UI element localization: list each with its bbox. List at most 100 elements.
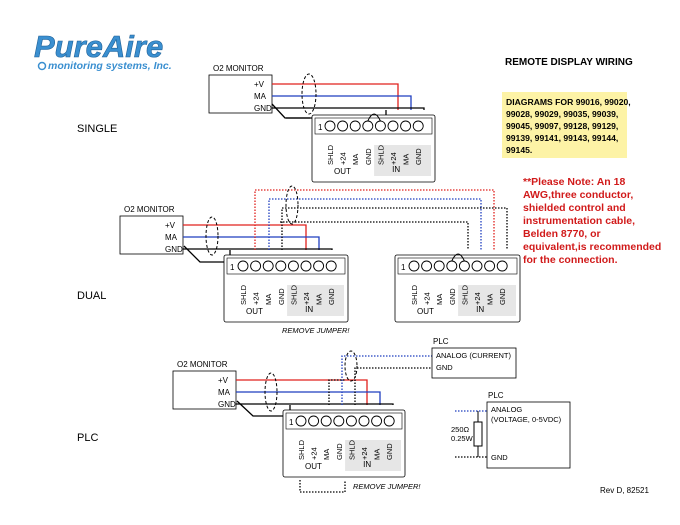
terminal-pin-label: GND [448,288,457,305]
o2-monitor-pin-label: +V [218,376,229,385]
terminal-pin-label: SHLD [460,284,469,305]
terminal-pin-label: +24 [339,152,348,165]
plc-voltage-analog-range: (VOLTAGE, 0-5VDC) [491,415,562,424]
remove-jumper-label: REMOVE JUMPER! [282,326,350,335]
terminal-out-label: OUT [305,462,322,471]
wire-plusv [272,83,399,110]
note-line: AWG,three conductor, [523,189,633,201]
terminal-screw-icon [349,120,361,132]
terminal-screw-icon [345,415,357,427]
terminal-screw-icon [237,260,249,272]
monitors: O2 MONITOR +V MA GND O2 MONITOR +V MA GND O2 MON… [119,64,273,410]
terminal-pin-label: +24 [473,292,482,305]
diagrams-line: 99139, 99141, 99143, 99144, [506,133,618,143]
note-line: instrumentation cable, [523,215,635,227]
wire-dotted-plusv [254,189,495,250]
terminal-pin-label: MA [402,154,411,165]
terminal-out-label: OUT [246,307,263,316]
terminal-screw-icon [324,120,336,132]
note-line: equivalent,is recommended [523,241,661,253]
o2-monitor-pin-label: +V [165,221,176,230]
o2-monitor-box [172,370,237,410]
terminal-pin-label: MA [486,294,495,305]
terminal-screw-icon [374,120,386,132]
diagrams-line: 99145. [506,145,532,155]
terminal-in-region [345,440,401,471]
terminal-screw-icon [325,260,337,272]
terminal-first-number: 1 [230,263,235,272]
cable-bundle-ellipse [285,185,299,225]
diagrams-line: 99045, 99097, 99128, 99129, [506,121,618,131]
terminal-screw-icon [400,120,412,132]
o2-monitor-title: O2 MONITOR [124,205,175,214]
diagrams-line: 99028, 99029, 99035, 99039, [506,109,618,119]
terminal-pin-label: MA [315,294,324,305]
terminal-screw-icon [333,415,345,427]
terminal-screw-icon [458,260,470,272]
terminal-screw-icon [358,415,370,427]
wire-shield [271,103,310,119]
note-line: Belden 8770, or [523,228,601,240]
logo-subtitle: monitoring systems, Inc. [48,60,172,72]
wire-dotted-shield [280,221,469,250]
wire-plc-gnd [354,367,432,405]
wire-plusv [236,379,368,405]
resistor-value: 250Ω [451,425,470,434]
wire-shield [236,400,291,417]
diagrams-line: DIAGRAMS FOR 99016, 99020, [506,97,631,107]
terminal-screw-icon [313,260,325,272]
terminal-in-region [458,285,516,316]
terminal-pin-label: SHLD [326,144,335,165]
terminal-pin-label: SHLD [297,439,306,460]
terminal-pin-label: MA [351,154,360,165]
plc-voltage-analog: ANALOG [491,405,522,414]
terminal-screw-icon [412,120,424,132]
terminal-pin-label: +24 [389,152,398,165]
cable-note: **Please Note: An 18 AWG,three conductor… [523,176,661,266]
terminal-pin-label: SHLD [239,284,248,305]
terminal-screw-icon [262,260,274,272]
terminal-pin-label: MA [435,294,444,305]
terminal-screw-icon [287,260,299,272]
wire-plc-analog-current [341,355,432,405]
plc-voltage-box [486,401,571,469]
terminal-pin-label: GND [385,443,394,460]
o2-monitor-pin-label: MA [218,388,231,397]
terminal-first-number: 1 [401,263,406,272]
o2-monitor-pin-label: MA [165,233,178,242]
wires [183,73,508,493]
diagrams-box [502,92,627,158]
o2-monitor-pin-label: GND [218,400,236,409]
terminal-screw-icon [320,415,332,427]
terminal-in-label: IN [392,165,400,174]
terminal-pin-label: +24 [302,292,311,305]
o2-monitor-pin-label: GND [254,104,272,113]
terminal-jumper [451,253,465,262]
terminal-pin-label: GND [364,148,373,165]
terminal-screw-icon [387,120,399,132]
o2-monitor-pin-label: +V [254,80,265,89]
resistor-icon [473,421,483,447]
o2-monitor-title: O2 MONITOR [177,360,228,369]
plc-current-analog: ANALOG (CURRENT) [436,351,512,360]
terminal-screw-icon [250,260,262,272]
terminal-in-region [374,145,431,176]
terminal-in-label: IN [305,305,313,314]
terminal-out-label: OUT [417,307,434,316]
plc-voltage-gnd: GND [491,453,508,462]
note-line: **Please Note: An 18 [523,176,625,188]
o2-monitor-pin-label: MA [254,92,267,101]
terminal-screw-icon [484,260,496,272]
terminal-pin-label: SHLD [347,439,356,460]
wire-gnd [272,107,425,110]
plc-voltage-title: PLC [488,391,504,400]
o2-monitor-title: O2 MONITOR [213,64,264,73]
o2-monitor-box [119,215,184,255]
terminal-pin-label: GND [277,288,286,305]
wire-gnd [236,403,394,405]
revision-label: Rev D, 82521 [600,486,649,495]
wire-ma [236,391,381,405]
terminal-pin-label: SHLD [376,144,385,165]
